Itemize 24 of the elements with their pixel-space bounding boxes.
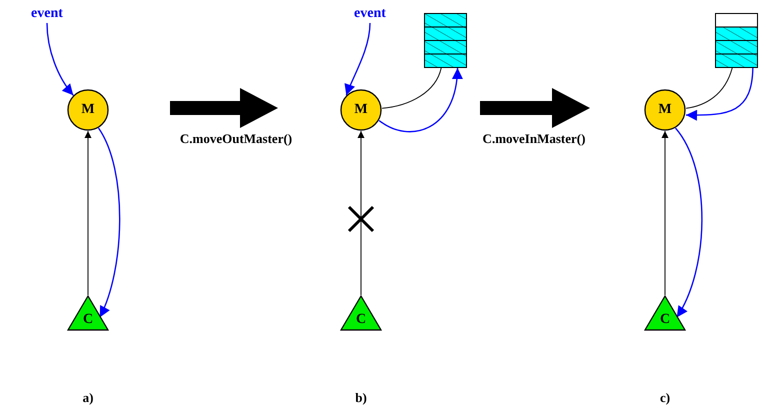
arrow [674, 128, 703, 318]
arrow [686, 68, 754, 121]
node-label: M [80, 102, 96, 118]
arrow [378, 68, 462, 132]
node-label: C [82, 312, 94, 328]
arrow [358, 130, 364, 296]
arrow [662, 130, 668, 296]
connector-line [686, 68, 733, 109]
event-label: event [350, 5, 390, 23]
panel-label: c) [660, 390, 670, 406]
transition-label: C.moveOutMaster() [180, 131, 292, 147]
arrow [46, 22, 74, 96]
node-label: M [353, 102, 369, 118]
node-label: C [658, 312, 672, 328]
panel-label: a) [82, 390, 94, 406]
node-label: M [657, 102, 673, 118]
arrow [84, 130, 92, 296]
transition-label: C.moveInMaster() [482, 131, 586, 147]
node-label: C [354, 312, 368, 328]
connector-line [382, 68, 442, 109]
arrow [98, 128, 120, 318]
panel-label: b) [355, 390, 367, 406]
arrow [344, 22, 371, 96]
event-label: event [27, 5, 67, 23]
